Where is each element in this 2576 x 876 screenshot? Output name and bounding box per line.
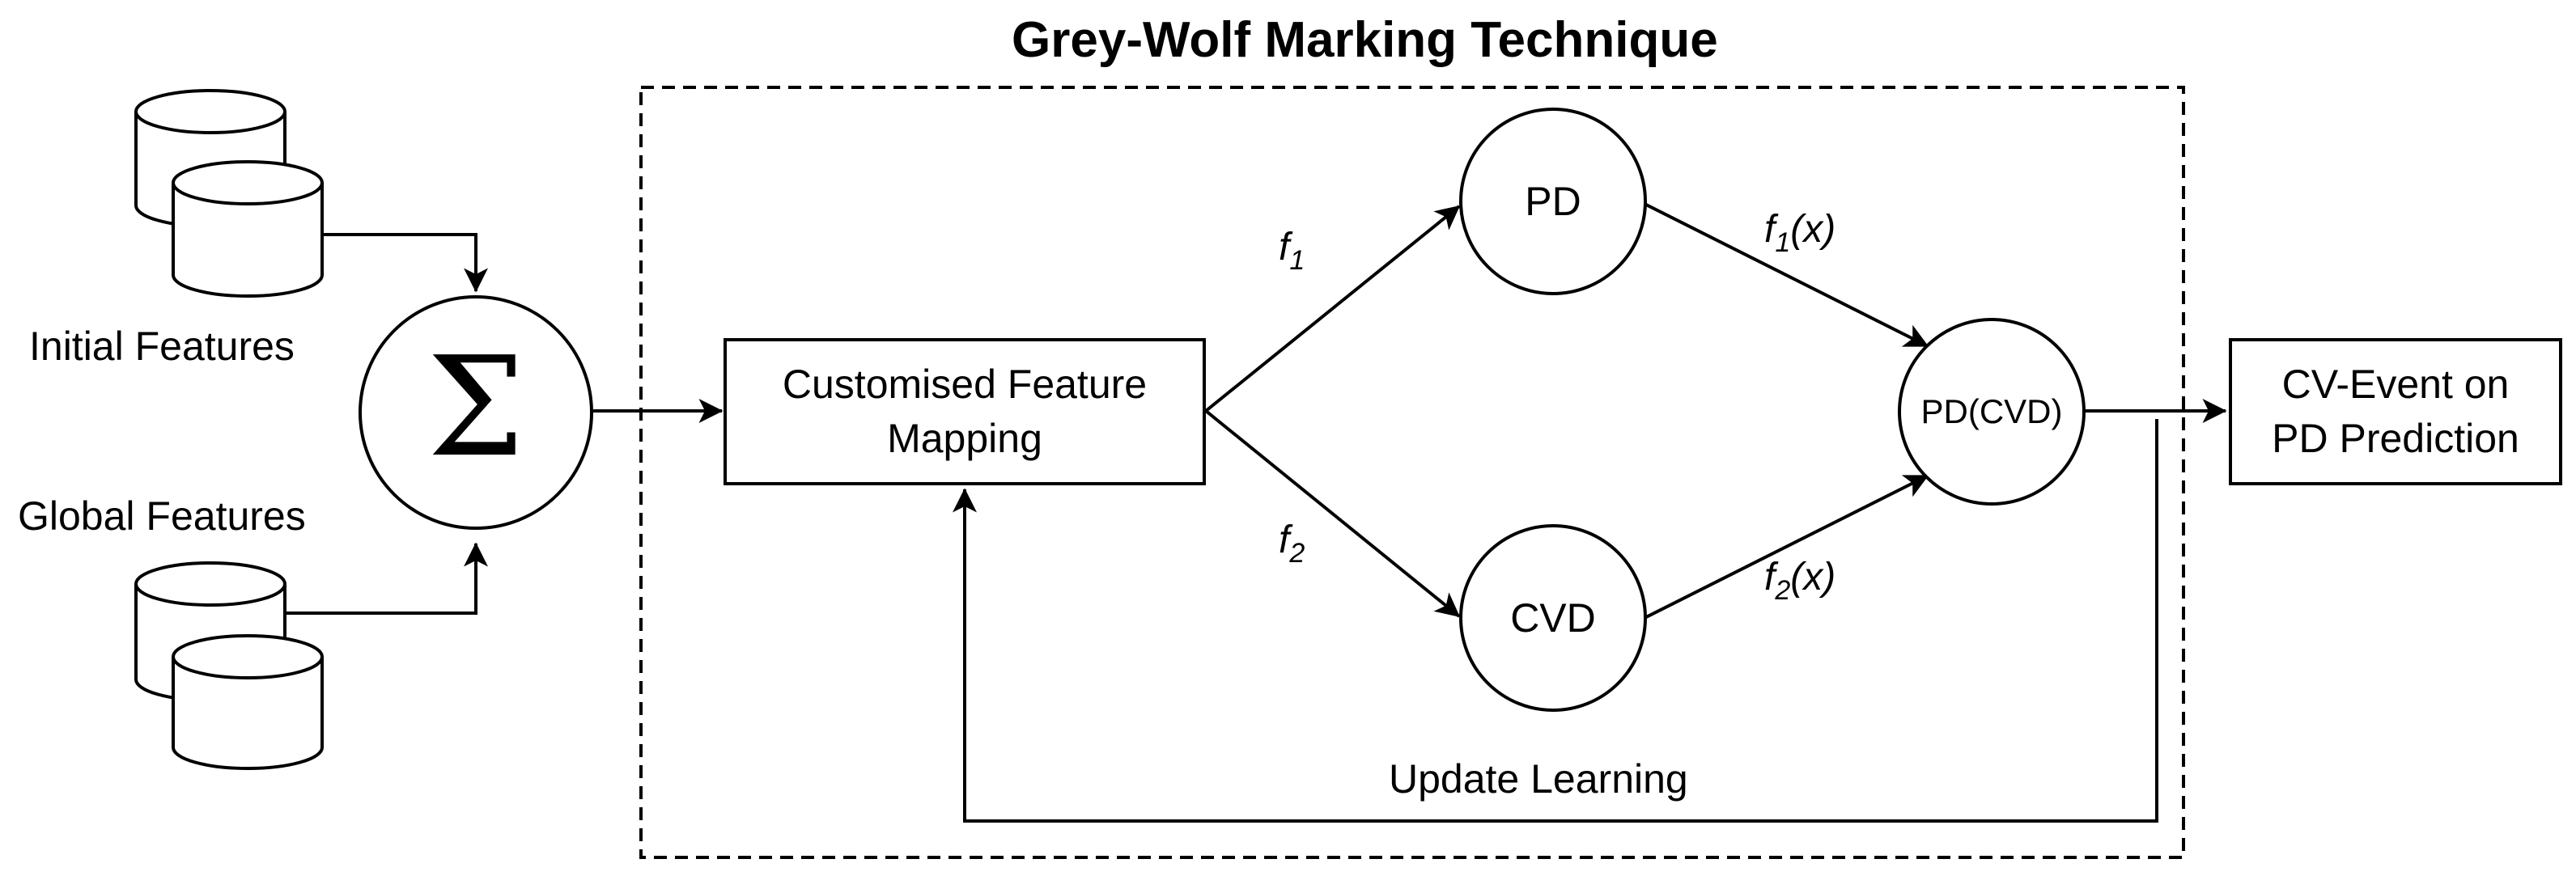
cvd-node-label: CVD	[1510, 595, 1596, 641]
mapping-to-cvd-arrow	[1204, 409, 1461, 618]
edge-label-f2: f2	[1279, 518, 1305, 569]
output-box-line1: CV-Event on	[2281, 361, 2510, 407]
initial-features-label: Initial Features	[29, 324, 295, 369]
mapping-to-pd-arrow	[1204, 205, 1461, 413]
cvd-to-combined-arrow	[1644, 474, 1929, 620]
summation-node: Σ	[359, 295, 593, 530]
edge-label-f1-of-x: f1(x)	[1764, 208, 1836, 258]
initial-features-database-icon	[134, 89, 324, 298]
mapping-box-line2: Mapping	[887, 416, 1042, 461]
edge-label-f1: f1	[1279, 226, 1305, 276]
global-to-sum-arrow	[285, 542, 488, 615]
cvd-node: CVD	[1459, 524, 1647, 712]
edge-label-f2-of-x: f2(x)	[1764, 556, 1836, 606]
customised-feature-mapping-box: Customised Feature Mapping	[724, 338, 1206, 485]
initial-to-sum-arrow	[322, 233, 488, 293]
update-learning-feedback-arrow	[953, 419, 2158, 823]
output-box-line2: PD Prediction	[2272, 416, 2519, 461]
pd-cvd-combined-node: PD(CVD)	[1898, 318, 2086, 506]
diagram-title: Grey-Wolf Marking Technique	[1012, 12, 1718, 68]
cv-event-prediction-box: CV-Event on PD Prediction	[2229, 338, 2562, 485]
pd-to-combined-arrow	[1644, 202, 1929, 348]
pd-node: PD	[1459, 108, 1647, 295]
pd-node-label: PD	[1525, 179, 1581, 224]
combined-node-label: PD(CVD)	[1920, 392, 2063, 430]
global-features-label: Global Features	[18, 493, 306, 539]
sigma-icon: Σ	[427, 328, 525, 488]
global-features-database-icon	[134, 561, 324, 770]
update-learning-label: Update Learning	[1389, 756, 1688, 802]
technique-boundary	[639, 86, 2185, 859]
mapping-box-line1: Customised Feature	[782, 361, 1148, 407]
